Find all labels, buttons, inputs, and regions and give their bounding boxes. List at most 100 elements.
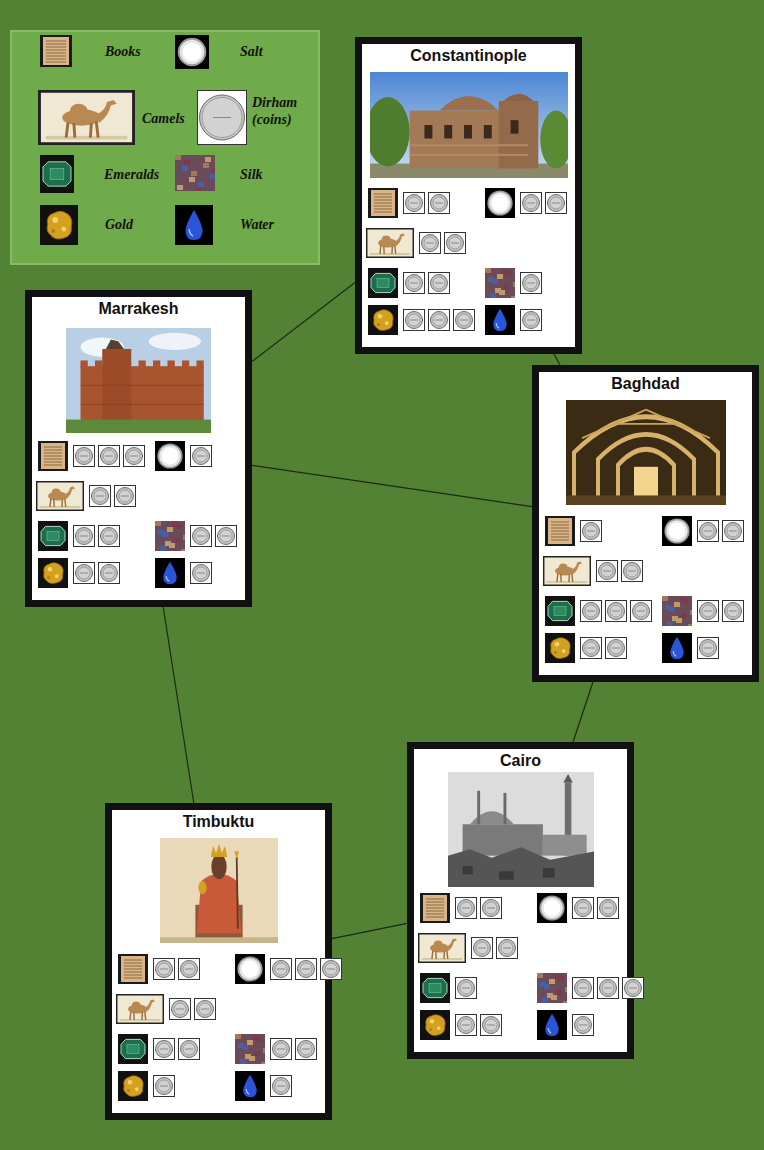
- silk-icon: [155, 521, 185, 551]
- coin-icon: [520, 192, 542, 214]
- coin-icon: [444, 232, 466, 254]
- books-icon: [368, 188, 398, 218]
- coin-icon: [153, 1038, 175, 1060]
- coin-icon: [520, 309, 542, 331]
- coin-icon: [520, 272, 542, 294]
- legend-sample: [197, 90, 247, 145]
- legend-label: Water: [240, 216, 274, 233]
- city-name: Cairo: [414, 752, 627, 770]
- coin-icon: [630, 600, 652, 622]
- coin-icon: [178, 958, 200, 980]
- city-photo: [370, 72, 568, 178]
- coin-icon: [190, 445, 212, 467]
- silk-icon: [537, 973, 567, 1003]
- emerald-icon: [420, 973, 450, 1003]
- coin-icon: [480, 1014, 502, 1036]
- coin-icon: [597, 897, 619, 919]
- coin-icon: [73, 445, 95, 467]
- coin-icon: [215, 525, 237, 547]
- books-icon: [420, 893, 450, 923]
- salt-icon: [537, 893, 567, 923]
- salt-icon: [662, 516, 692, 546]
- coin-icon: [428, 309, 450, 331]
- coin-icon: [270, 1075, 292, 1097]
- books-icon: [118, 954, 148, 984]
- coin-icon: [89, 485, 111, 507]
- coin-icon: [428, 272, 450, 294]
- coin-icon: [580, 600, 602, 622]
- route-segment: [573, 682, 593, 742]
- legend-sample: [40, 155, 74, 193]
- city-name: Marrakesh: [32, 300, 245, 318]
- coin-icon: [98, 562, 120, 584]
- route-line: [163, 607, 194, 803]
- legend-label: Camels: [142, 110, 185, 127]
- legend-box: BooksSaltCamelsDirham (coins)EmeraldsSil…: [10, 30, 320, 265]
- coin-icon: [270, 1038, 292, 1060]
- legend-label: Emeralds: [104, 166, 159, 183]
- legend-label: Books: [105, 43, 141, 60]
- route-segment: [554, 354, 560, 365]
- coin-icon: [178, 1038, 200, 1060]
- city-photo: [66, 328, 211, 433]
- coin-icon: [496, 937, 518, 959]
- route-line: [252, 283, 355, 362]
- coin-icon: [622, 977, 644, 999]
- coin-icon: [697, 520, 719, 542]
- route-segment: [252, 283, 355, 362]
- legend-sample: [40, 35, 72, 67]
- gold-icon: [420, 1010, 450, 1040]
- route-segment: [332, 923, 407, 938]
- coin-icon: [190, 562, 212, 584]
- legend-sample: [175, 155, 215, 191]
- city-card: Constantinople: [355, 37, 582, 354]
- coin-icon: [73, 525, 95, 547]
- gold-icon: [118, 1071, 148, 1101]
- emerald-icon: [545, 596, 575, 626]
- coin-icon: [194, 998, 216, 1020]
- gold-icon: [545, 633, 575, 663]
- city-photo: [448, 772, 594, 887]
- camel-icon: [418, 933, 466, 963]
- coin-icon: [471, 937, 493, 959]
- coin-icon: [455, 897, 477, 919]
- coin-icon: [320, 958, 342, 980]
- coin-icon: [697, 637, 719, 659]
- books-icon: [38, 441, 68, 471]
- legend-sample: [40, 205, 78, 245]
- coin-icon: [169, 998, 191, 1020]
- coin-icon: [580, 637, 602, 659]
- coin-icon: [722, 600, 744, 622]
- coin-icon: [403, 272, 425, 294]
- coin-icon: [295, 1038, 317, 1060]
- coin-icon: [453, 309, 475, 331]
- coin-icon: [190, 525, 212, 547]
- emerald-icon: [38, 521, 68, 551]
- coin-icon: [572, 977, 594, 999]
- city-card: Cairo: [407, 742, 634, 1059]
- coin-icon: [73, 562, 95, 584]
- route-segment: [163, 607, 194, 803]
- coin-icon: [153, 1075, 175, 1097]
- legend-sample: [175, 205, 213, 245]
- coin-icon: [114, 485, 136, 507]
- coin-icon: [572, 1014, 594, 1036]
- legend-label: Dirham (coins): [252, 94, 314, 128]
- silk-icon: [662, 596, 692, 626]
- coin-icon: [722, 520, 744, 542]
- city-photo: [160, 838, 278, 943]
- emerald-icon: [368, 268, 398, 298]
- coin-icon: [270, 958, 292, 980]
- coin-icon: [697, 600, 719, 622]
- coin-icon: [123, 445, 145, 467]
- coin-icon: [621, 560, 643, 582]
- city-card: Marrakesh: [25, 290, 252, 607]
- city-name: Constantinople: [362, 47, 575, 65]
- route-line: [554, 354, 560, 365]
- coin-icon: [480, 897, 502, 919]
- camel-icon: [36, 481, 84, 511]
- route-line: [332, 923, 407, 938]
- coin-icon: [596, 560, 618, 582]
- route-line: [573, 682, 593, 742]
